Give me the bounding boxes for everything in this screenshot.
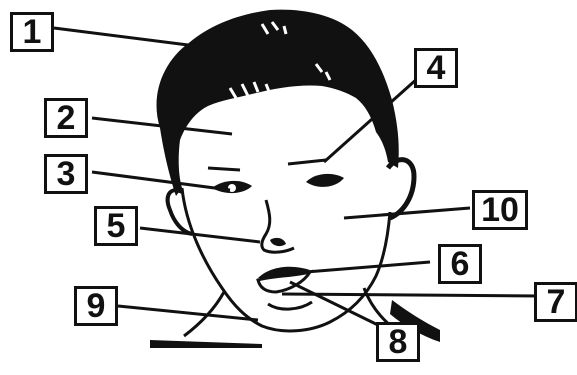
label-6: 6 <box>438 244 482 284</box>
label-9: 9 <box>74 286 118 326</box>
hair-shape <box>157 10 399 196</box>
leader-line-5 <box>140 228 260 242</box>
right-ear <box>388 160 414 218</box>
leader-line-3 <box>92 172 230 190</box>
leader-line-6 <box>306 262 430 272</box>
right-eyebrow <box>288 160 326 164</box>
label-2: 2 <box>44 98 88 138</box>
label-5: 5 <box>94 206 138 246</box>
leader-line-10 <box>344 208 470 218</box>
label-1: 1 <box>10 12 54 52</box>
nostril <box>270 238 286 246</box>
label-7: 7 <box>534 282 577 322</box>
leader-line-1 <box>54 28 196 46</box>
shoulder-left <box>150 340 262 348</box>
right-eye <box>306 174 344 187</box>
left-eyebrow <box>208 168 240 170</box>
label-10: 10 <box>472 190 528 230</box>
label-3: 3 <box>44 154 88 194</box>
label-8: 8 <box>376 322 420 362</box>
label-4: 4 <box>414 48 458 88</box>
chin-line <box>268 302 312 309</box>
left-ear <box>168 190 192 234</box>
